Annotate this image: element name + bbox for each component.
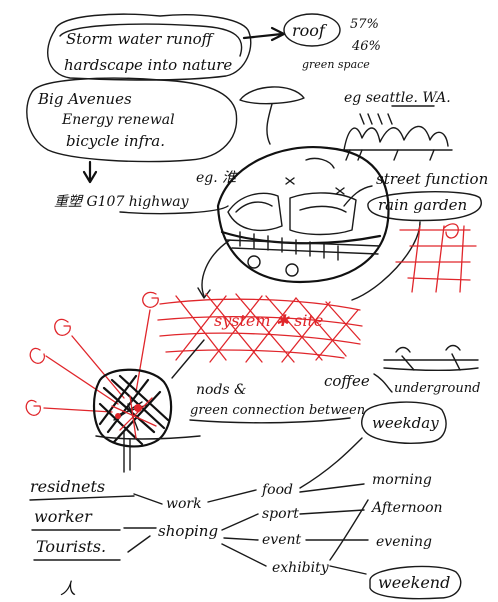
umbrella-canopy <box>239 86 305 105</box>
link-exhibition-weekend <box>329 565 367 575</box>
weekend-text: weekend <box>378 573 450 592</box>
afternoon-text: Afternoon <box>370 500 443 516</box>
system-site-text: system ✱ site <box>214 311 323 330</box>
red-target-markers <box>25 291 159 416</box>
stormwater-bubble-inner <box>59 23 243 57</box>
link-shoping-exhibition <box>221 543 267 567</box>
evening-text: evening <box>376 534 432 550</box>
morning-text: morning <box>372 472 432 488</box>
arrow-from-rain-garden <box>351 221 421 301</box>
roof-text: roof <box>292 21 328 40</box>
g107-underline <box>119 205 229 215</box>
eg-left-text: eg. 淮 <box>196 170 238 186</box>
weekday-text: weekday <box>372 414 439 432</box>
street-function-text: street function <box>376 170 488 188</box>
worker-text: worker <box>34 507 93 526</box>
work-text: work <box>166 496 202 512</box>
arrow-from-grid-to-site <box>171 339 205 379</box>
big-avenues-text: Big Avenues <box>37 90 132 108</box>
central-model-sketch <box>216 146 390 284</box>
link-cross-1 <box>329 499 369 561</box>
arrow-to-roof <box>242 32 284 40</box>
arrow-from-street-function <box>343 185 373 207</box>
link-sport-afternoon <box>299 509 365 515</box>
green-space-text: green space <box>302 58 370 71</box>
weekday-bubble <box>361 401 447 444</box>
exhibition-text: exhibity <box>272 560 330 576</box>
g107-text: 重塑 G107 highway <box>54 194 190 210</box>
coffee-arrow <box>373 373 393 393</box>
stormwater-bubble <box>47 13 252 81</box>
arrow-left-down-head <box>197 287 211 299</box>
residents-text: residnets <box>30 477 105 496</box>
sport-text: sport <box>262 506 299 522</box>
event-text: event <box>262 532 301 548</box>
coffee-text: coffee <box>324 372 370 390</box>
red-cross-lines <box>111 395 157 439</box>
green-connection-underline <box>189 417 351 424</box>
link-food-morning <box>299 483 365 493</box>
rain-garden-text: rain garden <box>378 196 467 214</box>
nods-text: nods & <box>196 382 247 398</box>
link-food-weekday <box>299 437 363 489</box>
hardscape-text: hardscape into nature <box>64 56 232 74</box>
link-tourists-shopping <box>127 535 151 553</box>
pct-57: 57% <box>350 17 379 32</box>
underground-text: underground <box>394 381 480 396</box>
arrow-left-down <box>201 239 231 297</box>
link-shoping-event <box>223 537 259 541</box>
stormwater-text: Storm water runoff <box>66 30 215 48</box>
ink-blob-site <box>92 368 201 473</box>
down-arrow-head <box>82 170 98 184</box>
residents-underline <box>29 495 135 501</box>
pct-46: 46% <box>351 39 381 54</box>
tourists-text: Tourists. <box>36 537 106 556</box>
umbrella-stem <box>266 103 273 145</box>
green-connection-text: green connection between <box>190 403 365 418</box>
food-text: food <box>261 482 293 498</box>
link-work-food <box>207 489 257 503</box>
weekend-bubble <box>369 565 462 600</box>
bottom-char: 人 <box>60 579 76 598</box>
underground-sketch <box>383 344 479 372</box>
bicycle-text: bicycle infra. <box>66 132 165 150</box>
avenues-bubble <box>26 77 238 163</box>
roof-bubble <box>283 13 341 47</box>
link-shoping-sport <box>221 513 259 531</box>
seattle-street-section <box>339 113 453 161</box>
red-grid <box>157 223 477 363</box>
energy-text: Energy renewal <box>61 112 175 128</box>
arrow-to-roof-head <box>270 26 286 42</box>
eg-seattle-text: eg seattle. WA. <box>344 90 451 106</box>
link-residents-work <box>133 493 163 505</box>
shoping-text: shoping <box>158 522 218 540</box>
